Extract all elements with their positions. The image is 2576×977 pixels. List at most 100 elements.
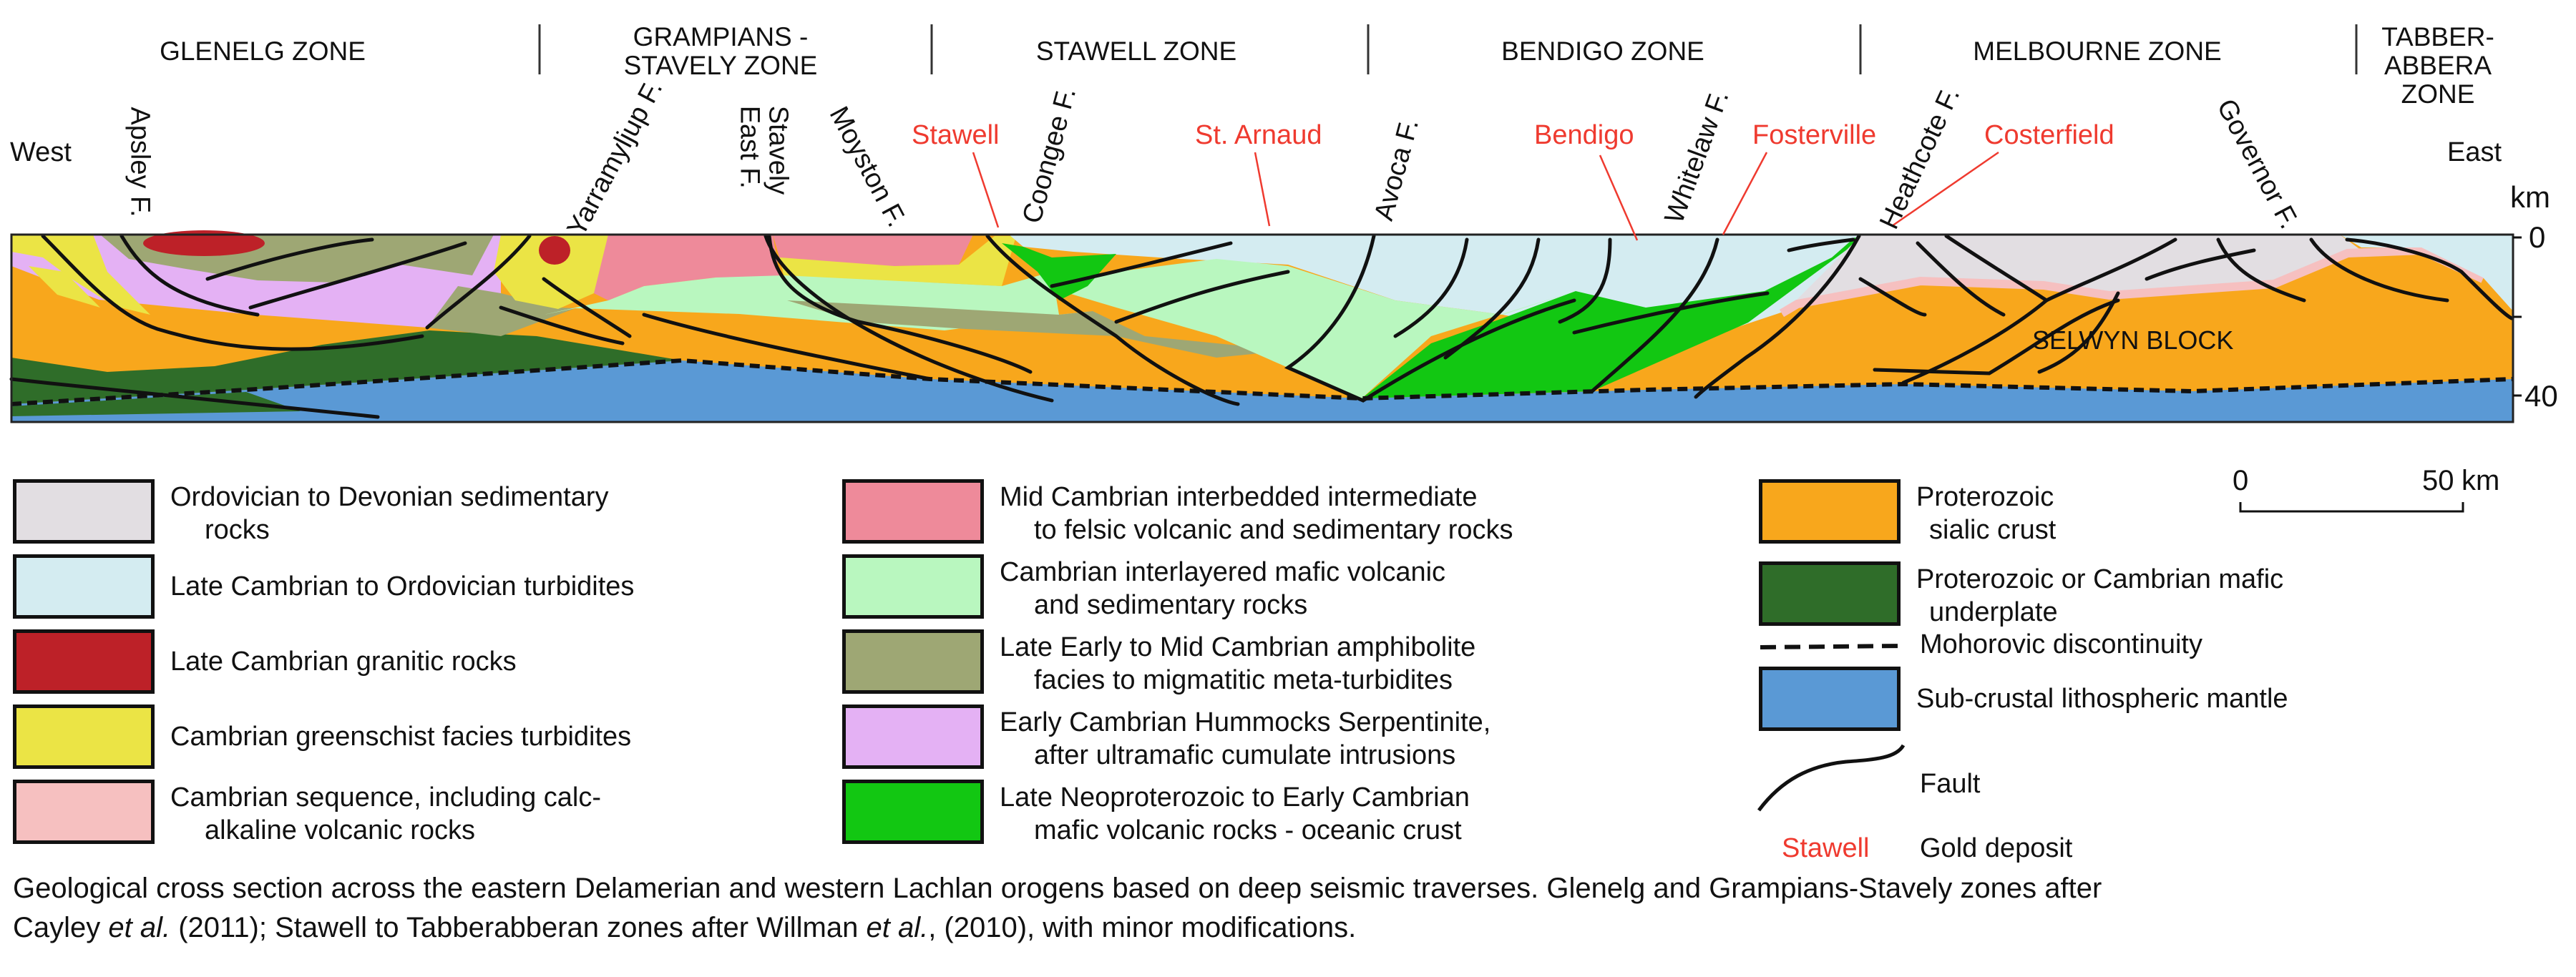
fault-bendigo-3 — [1558, 237, 1612, 324]
zone-line: ZONE — [2401, 79, 2475, 109]
gold-label-bendigo: Bendigo — [1534, 120, 1634, 150]
caption-line-2: Cayley et al. (2011); Stawell to Tabbera… — [13, 912, 1357, 943]
zone-grampians-stavely: GRAMPIANS - STAVELY ZONE — [624, 23, 818, 80]
scale-bar-start: 0 — [2233, 465, 2249, 496]
zone-dividers — [538, 24, 2358, 74]
legend-swatch — [842, 704, 984, 769]
legend-item: Cambrian greenschist facies turbidites — [13, 704, 631, 769]
legend-text: Cambrian sequence, including calc-alkali… — [170, 782, 601, 845]
fault-stawell-1 — [1050, 241, 1233, 288]
fault-melbourne-8 — [2145, 248, 2256, 281]
fault-bendigo-5 — [1787, 237, 1855, 252]
fault-stawell-2 — [1114, 270, 1290, 324]
legend-swatch — [13, 554, 155, 619]
zone-glenelg: GLENELG ZONE — [160, 36, 366, 66]
fault-heathcote — [1694, 234, 1861, 399]
caption-line-1: Geological cross section across the east… — [13, 873, 2102, 904]
legend-gold-example: Stawell — [1782, 833, 1870, 863]
fault-melbourne-1 — [1858, 277, 1927, 317]
fault-coongee — [985, 234, 1240, 406]
legend-swatch — [842, 629, 984, 694]
turbidites-tabberabbera — [2340, 235, 2513, 311]
zone-bendigo: BENDIGO ZONE — [1501, 36, 1704, 66]
legend-moho-text: Mohorovic discontinuity — [1920, 629, 2202, 659]
fault-moyston — [763, 234, 1054, 403]
fault-glenelg-3 — [248, 241, 467, 310]
fault-tabberabbera — [2345, 237, 2514, 320]
legend-text: Late Cambrian to Ordovician turbidites — [170, 571, 635, 602]
fault-basal-west — [9, 377, 380, 419]
gold-leader-lines — [972, 151, 1999, 241]
zone-tabberabbera: TABBER- ABBERA ZONE — [2381, 23, 2494, 109]
depth-tick-0: 0 — [2529, 220, 2546, 254]
fault-label-line: East F. — [734, 105, 765, 189]
legend-text: Cambrian greenschist facies turbidites — [170, 722, 632, 752]
fault-governor — [2216, 237, 2306, 303]
fault-glenelg-1 — [119, 234, 260, 317]
fault-melbourne-5 — [2037, 291, 2120, 374]
legend-text: Early Cambrian Hummocks Serpentinite,aft… — [1000, 707, 1491, 770]
fault-grampians-3 — [642, 313, 932, 381]
greenschist-moyston — [780, 236, 1016, 286]
legend-item: Late Cambrian to Ordovician turbidites — [13, 554, 634, 619]
legend-text: Late Cambrian granitic rocks — [170, 647, 517, 677]
mid-cambrian-volcanic-grampians — [594, 235, 780, 300]
greenschist-glenelg-2 — [29, 266, 100, 308]
legend-swatch — [842, 554, 984, 619]
zone-line: GRAMPIANS - — [633, 22, 809, 51]
legend-moho-icon — [1760, 644, 1904, 649]
selwyn-block-label: SELWYN BLOCK — [2032, 325, 2234, 355]
legend-swatch — [13, 479, 155, 544]
legend-swatch — [13, 780, 155, 844]
legend-swatch — [1759, 479, 1901, 544]
fault-melbourne-7 — [2309, 237, 2449, 303]
fault-bendigo-1 — [1393, 237, 1469, 338]
zone-line: ABBERA — [2384, 51, 2492, 80]
zone-stawell: STAWELL ZONE — [1035, 36, 1237, 66]
fault-apsley — [41, 234, 424, 351]
fault-label-stavely-east: Stavely East F. — [734, 105, 793, 195]
scale-bar-end: 50 — [2422, 465, 2454, 496]
fault-whitelaw — [1590, 237, 1719, 393]
gold-label-st-arnaud: St. Arnaud — [1195, 120, 1322, 150]
west-label: West — [10, 137, 72, 167]
zone-line: TABBER- — [2381, 22, 2494, 51]
moho-line — [11, 358, 2513, 406]
legend-swatch — [842, 479, 984, 544]
legend-item: Cambrian sequence, including calc-alkali… — [13, 780, 601, 847]
legend-fault-text: Fault — [1920, 769, 1981, 799]
amphibolite-stawell — [787, 300, 1288, 358]
gold-label-stawell: Stawell — [912, 120, 1000, 150]
ordovician-devonian-layer — [1782, 235, 2361, 315]
legend-swatch — [13, 704, 155, 769]
legend-item: Sub-crustal lithospheric mantle — [1759, 667, 2288, 731]
legend-swatch — [842, 780, 984, 844]
fault-bendigo-4 — [1572, 291, 1770, 335]
fault-avoca — [1284, 234, 1576, 403]
fault-melbourne-2 — [1916, 241, 2006, 317]
mafic-volcanic-stawell — [1045, 259, 1576, 398]
fault-glenelg-2 — [205, 237, 374, 281]
gold-label-fosterville: Fosterville — [1752, 120, 1877, 150]
legend-item: Early Cambrian Hummocks Serpentinite,aft… — [842, 704, 1491, 772]
scale-bar-unit: km — [2462, 465, 2500, 496]
granite-grampians — [539, 236, 570, 265]
oceanic-crust-stawell — [1002, 243, 1116, 300]
legend-swatch — [13, 629, 155, 694]
fault-yarramyljup — [425, 234, 532, 330]
oceanic-crust-bendigo — [1362, 237, 1860, 398]
gold-label-costerfield: Costerfield — [1984, 120, 2114, 150]
depth-ticks — [2513, 236, 2522, 397]
